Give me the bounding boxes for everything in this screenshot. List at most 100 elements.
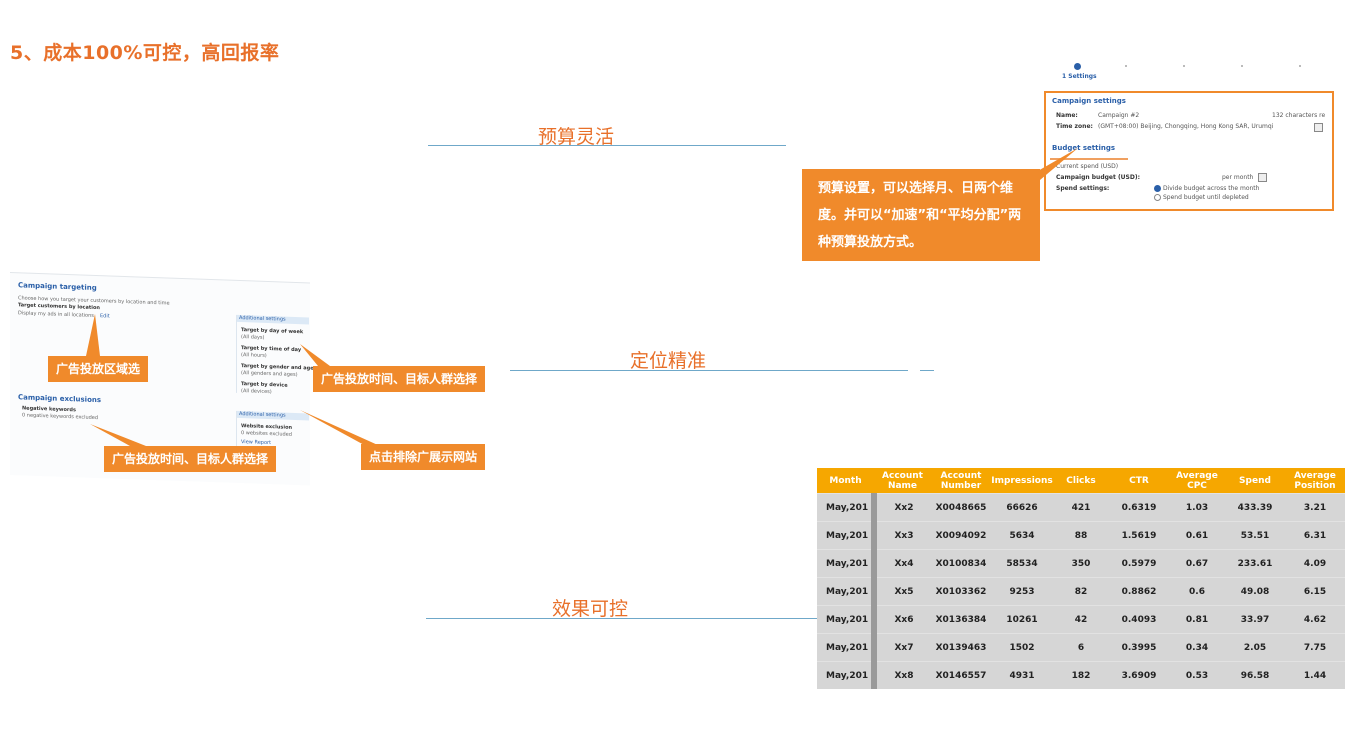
feature-control-line <box>426 618 818 619</box>
cell-impressions: 10261 <box>991 605 1053 634</box>
feature-targeting-label: 定位精准 <box>630 350 707 372</box>
header-ctr: CTR <box>1109 468 1169 494</box>
performance-table: Month Account Name Account Number Impres… <box>817 468 1345 689</box>
step-indicator-dot <box>1074 63 1081 70</box>
step-label: 1 Settings <box>1062 73 1097 80</box>
cell-spend: 96.58 <box>1225 661 1285 689</box>
timezone-label: Time zone: <box>1056 123 1093 130</box>
cell-average-position: 6.31 <box>1285 521 1345 550</box>
cell-clicks: 350 <box>1053 549 1109 578</box>
timezone-value[interactable]: (GMT+08:00) Beijing, Chongqing, Hong Kon… <box>1098 123 1274 130</box>
cell-month: May,201 <box>817 605 877 634</box>
cell-account-name: Xx6 <box>874 605 931 634</box>
time-audience-tag-2: 广告投放时间、目标人群选择 <box>104 446 277 472</box>
header-clicks: Clicks <box>1053 468 1109 494</box>
exclude-sites-tag-pointer <box>300 410 380 446</box>
step-progress-ticks <box>1125 65 1315 67</box>
cell-impressions: 58534 <box>991 549 1053 578</box>
cell-month: May,201 <box>817 577 877 606</box>
header-month: Month <box>817 468 874 494</box>
region-tag: 广告投放区域选 <box>48 356 149 382</box>
cell-clicks: 42 <box>1053 605 1109 634</box>
cell-spend: 2.05 <box>1225 633 1285 662</box>
cell-ctr: 3.6909 <box>1109 661 1169 689</box>
cell-average-cpc: 0.34 <box>1169 633 1225 662</box>
cell-account-name: Xx2 <box>874 493 931 522</box>
cell-average-position: 7.75 <box>1285 633 1345 662</box>
cell-month: May,201 <box>817 633 877 662</box>
cell-average-position: 1.44 <box>1285 661 1345 689</box>
name-hint: 132 characters re <box>1272 112 1326 119</box>
cell-account-number: X0094092 <box>931 521 991 550</box>
cell-ctr: 0.6319 <box>1109 493 1169 522</box>
cell-average-cpc: 0.6 <box>1169 577 1225 606</box>
header-account-number: Account Number <box>931 468 991 494</box>
spend-option-1-radio[interactable] <box>1154 185 1161 192</box>
cell-spend: 233.61 <box>1225 549 1285 578</box>
header-impressions: Impressions <box>991 468 1053 494</box>
cell-spend: 433.39 <box>1225 493 1285 522</box>
cell-month: May,201 <box>817 493 877 522</box>
cell-account-name: Xx7 <box>874 633 931 662</box>
budget-callout: 预算设置，可以选择月、日两个维度。并可以“加速”和“平均分配”两种预算投放方式。 <box>802 169 1040 261</box>
cell-ctr: 0.3995 <box>1109 633 1169 662</box>
cell-impressions: 4931 <box>991 661 1053 689</box>
time-audience-tag-1-pointer <box>300 344 330 366</box>
time-audience-tag-1: 广告投放时间、目标人群选择 <box>313 366 486 392</box>
settings-box: Campaign settings Name: Campaign #2 132 … <box>1044 91 1334 211</box>
timezone-dropdown-icon[interactable] <box>1314 123 1323 132</box>
cell-account-number: X0139463 <box>931 633 991 662</box>
cell-average-cpc: 0.67 <box>1169 549 1225 578</box>
cell-average-cpc: 0.61 <box>1169 521 1225 550</box>
feature-budget-label: 预算灵活 <box>538 126 615 148</box>
cell-month: May,201 <box>817 521 877 550</box>
cell-account-number: X0048665 <box>931 493 991 522</box>
cell-impressions: 5634 <box>991 521 1053 550</box>
header-account-name: Account Name <box>874 468 931 494</box>
cell-average-position: 4.62 <box>1285 605 1345 634</box>
current-spend: Current spend (USD) <box>1056 163 1119 170</box>
cell-ctr: 0.5979 <box>1109 549 1169 578</box>
period-dropdown-icon[interactable] <box>1258 173 1267 182</box>
spend-option-2-label: Spend budget until depleted <box>1163 194 1249 201</box>
cell-account-name: Xx5 <box>874 577 931 606</box>
time-audience-tag-2-pointer <box>90 424 146 446</box>
cell-average-cpc: 0.53 <box>1169 661 1225 689</box>
cell-account-name: Xx3 <box>874 521 931 550</box>
cell-account-number: X0103362 <box>931 577 991 606</box>
cell-average-position: 3.21 <box>1285 493 1345 522</box>
page-heading: 5、成本100%可控，高回报率 <box>10 42 280 64</box>
cell-average-cpc: 1.03 <box>1169 493 1225 522</box>
cell-account-number: X0146557 <box>931 661 991 689</box>
cell-account-name: Xx4 <box>874 549 931 578</box>
feature-targeting-line-dash <box>920 370 934 371</box>
cell-month: May,201 <box>817 549 877 578</box>
header-spend: Spend <box>1225 468 1285 494</box>
cell-account-name: Xx8 <box>874 661 931 689</box>
cell-spend: 53.51 <box>1225 521 1285 550</box>
spend-option-1-label: Divide budget across the month <box>1163 185 1260 192</box>
cell-average-cpc: 0.81 <box>1169 605 1225 634</box>
cell-spend: 49.08 <box>1225 577 1285 606</box>
campaign-settings-title: Campaign settings <box>1052 97 1126 105</box>
header-average-position: Average Position <box>1285 468 1345 494</box>
cell-month: May,201 <box>817 661 877 689</box>
cell-impressions: 9253 <box>991 577 1053 606</box>
budget-settings-title: Budget settings <box>1052 144 1116 152</box>
cell-ctr: 1.5619 <box>1109 521 1169 550</box>
cell-ctr: 0.4093 <box>1109 605 1169 634</box>
cell-clicks: 88 <box>1053 521 1109 550</box>
table-header-row: Month Account Name Account Number Impres… <box>817 468 1345 494</box>
spend-option-2-radio[interactable] <box>1154 194 1161 201</box>
feature-control-label: 效果可控 <box>552 598 629 620</box>
feature-targeting-line <box>510 370 908 371</box>
per-month-select[interactable]: per month <box>1222 174 1254 181</box>
name-value[interactable]: Campaign #2 <box>1098 112 1140 119</box>
